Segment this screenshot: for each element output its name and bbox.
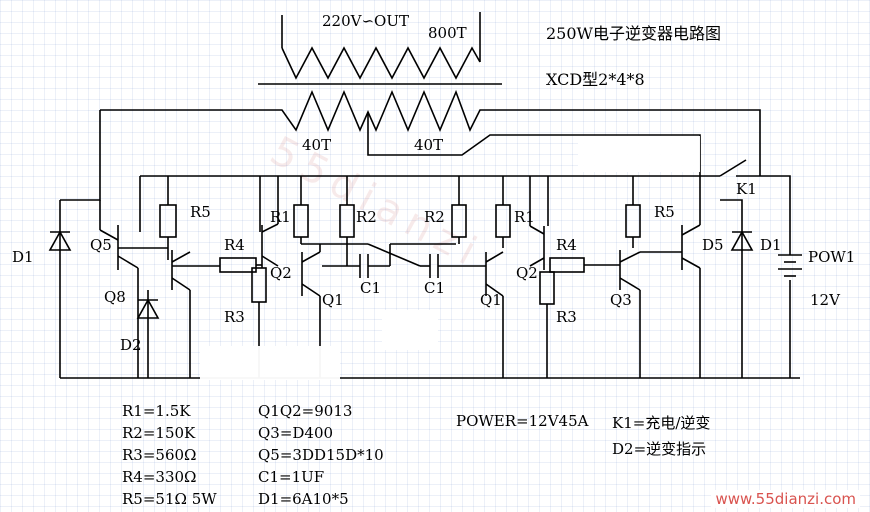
label-r4-left: R4 [224, 236, 245, 254]
part-r2: R2=150K [122, 424, 196, 442]
mask-patch [200, 346, 340, 380]
part-r4: R4=330Ω [122, 468, 197, 486]
note-power: POWER=12V45A [456, 412, 589, 430]
label-d2: D2 [120, 336, 142, 354]
label-q2-right: Q2 [516, 264, 538, 282]
label-d1-right: D1 [760, 236, 782, 254]
label-secondary-turns: 800T [428, 24, 467, 42]
note-d2: D2=逆变指示 [612, 440, 707, 458]
part-r1: R1=1.5K [122, 402, 191, 420]
site-watermark: www.55dianzi.com [711, 490, 860, 508]
note-k1: K1=充电/逆变 [612, 414, 711, 432]
transformer-primary [100, 89, 761, 176]
right-power-stage [584, 176, 754, 378]
label-q1-left: Q1 [322, 291, 344, 309]
label-primary-right-turns: 40T [414, 136, 443, 154]
transformer-secondary [258, 12, 502, 85]
part-c1: C1=1UF [258, 468, 325, 486]
left-driver [259, 176, 421, 378]
battery-symbol [778, 254, 802, 277]
label-q8: Q8 [104, 288, 126, 306]
label-r1-left: R1 [270, 208, 291, 226]
label-c1-right: C1 [424, 279, 445, 297]
label-pow1: POW1 [808, 248, 855, 266]
label-c1-left: C1 [360, 279, 381, 297]
label-r3-right: R3 [556, 308, 577, 326]
part-q1q2: Q1Q2=9013 [258, 402, 353, 420]
label-r5-left: R5 [190, 203, 211, 221]
core-spec: XCD型2*4*8 [546, 70, 645, 89]
part-q3: Q3=D400 [258, 424, 334, 442]
label-r2-right: R2 [424, 208, 445, 226]
label-output-220v: 220V∽OUT [322, 12, 409, 30]
label-q5: Q5 [90, 236, 112, 254]
label-q3: Q3 [610, 291, 632, 309]
label-d1-left: D1 [12, 248, 34, 266]
label-q1-right: Q1 [480, 291, 502, 309]
label-r4-right: R4 [556, 236, 577, 254]
part-q5: Q5=3DD15D*10 [258, 446, 384, 464]
left-power-stage [48, 110, 267, 378]
label-d5: D5 [702, 236, 724, 254]
right-driver [389, 176, 585, 378]
label-q2-left: Q2 [270, 264, 292, 282]
label-r1-right: R1 [514, 208, 535, 226]
label-r3-left: R3 [224, 308, 245, 326]
label-primary-left-turns: 40T [302, 136, 331, 154]
part-d1: D1=6A10*5 [258, 490, 349, 508]
part-r5: R5=51Ω 5W [122, 490, 217, 508]
rail-to-battery [736, 175, 791, 255]
part-r3: R3=560Ω [122, 446, 197, 464]
mask-patch [382, 310, 438, 350]
label-r2-left: R2 [356, 208, 377, 226]
label-voltage: 12V [810, 291, 841, 309]
label-r5-right: R5 [654, 203, 675, 221]
k1-switch [719, 159, 747, 177]
label-k1: K1 [736, 180, 757, 198]
diagram-title: 250W电子逆变器电路图 [546, 24, 721, 43]
mask-patch [578, 136, 700, 172]
